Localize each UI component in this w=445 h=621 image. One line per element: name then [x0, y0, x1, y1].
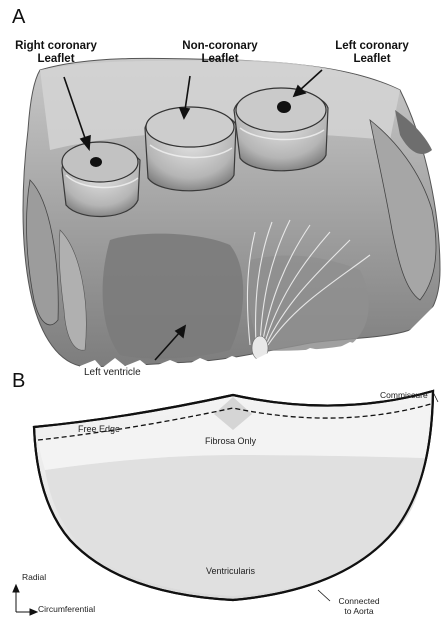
right-coronary-label-line2: Leaflet	[6, 53, 106, 66]
left-coronary-cusp	[234, 88, 328, 171]
non-coronary-cusp	[145, 107, 236, 191]
axes-indicator	[13, 585, 37, 615]
panel-a-letter: A	[12, 6, 25, 29]
panel-a-illustration	[23, 58, 440, 375]
left-coronary-label-line1: Left coronary	[322, 40, 422, 53]
non-coronary-label: Non-coronary Leaflet	[170, 40, 270, 66]
free-edge-label: Free Edge	[78, 424, 120, 434]
right-coronary-label-line1: Right coronary	[6, 40, 106, 53]
panel-b-schematic	[13, 391, 438, 615]
right-coronary-cusp	[62, 142, 140, 216]
left-coronary-label: Left coronary Leaflet	[322, 40, 422, 66]
connected-label-line1: Connected	[331, 596, 387, 606]
connected-to-aorta-label: Connected to Aorta	[331, 596, 387, 616]
connected-label-line2: to Aorta	[331, 606, 387, 616]
panel-b-letter: B	[12, 370, 25, 393]
left-coronary-label-line2: Leaflet	[322, 53, 422, 66]
right-coronary-label: Right coronary Leaflet	[6, 40, 106, 66]
commissure-label: Commissure	[380, 390, 428, 400]
fibrosa-only-label: Fibrosa Only	[205, 436, 256, 446]
circumferential-axis-label: Circumferential	[38, 604, 95, 614]
left-ventricle-label: Left ventricle	[84, 367, 141, 378]
radial-axis-label: Radial	[22, 572, 46, 582]
non-coronary-label-line1: Non-coronary	[170, 40, 270, 53]
non-coronary-label-line2: Leaflet	[170, 53, 270, 66]
ventricularis-label: Ventricularis	[206, 566, 255, 576]
